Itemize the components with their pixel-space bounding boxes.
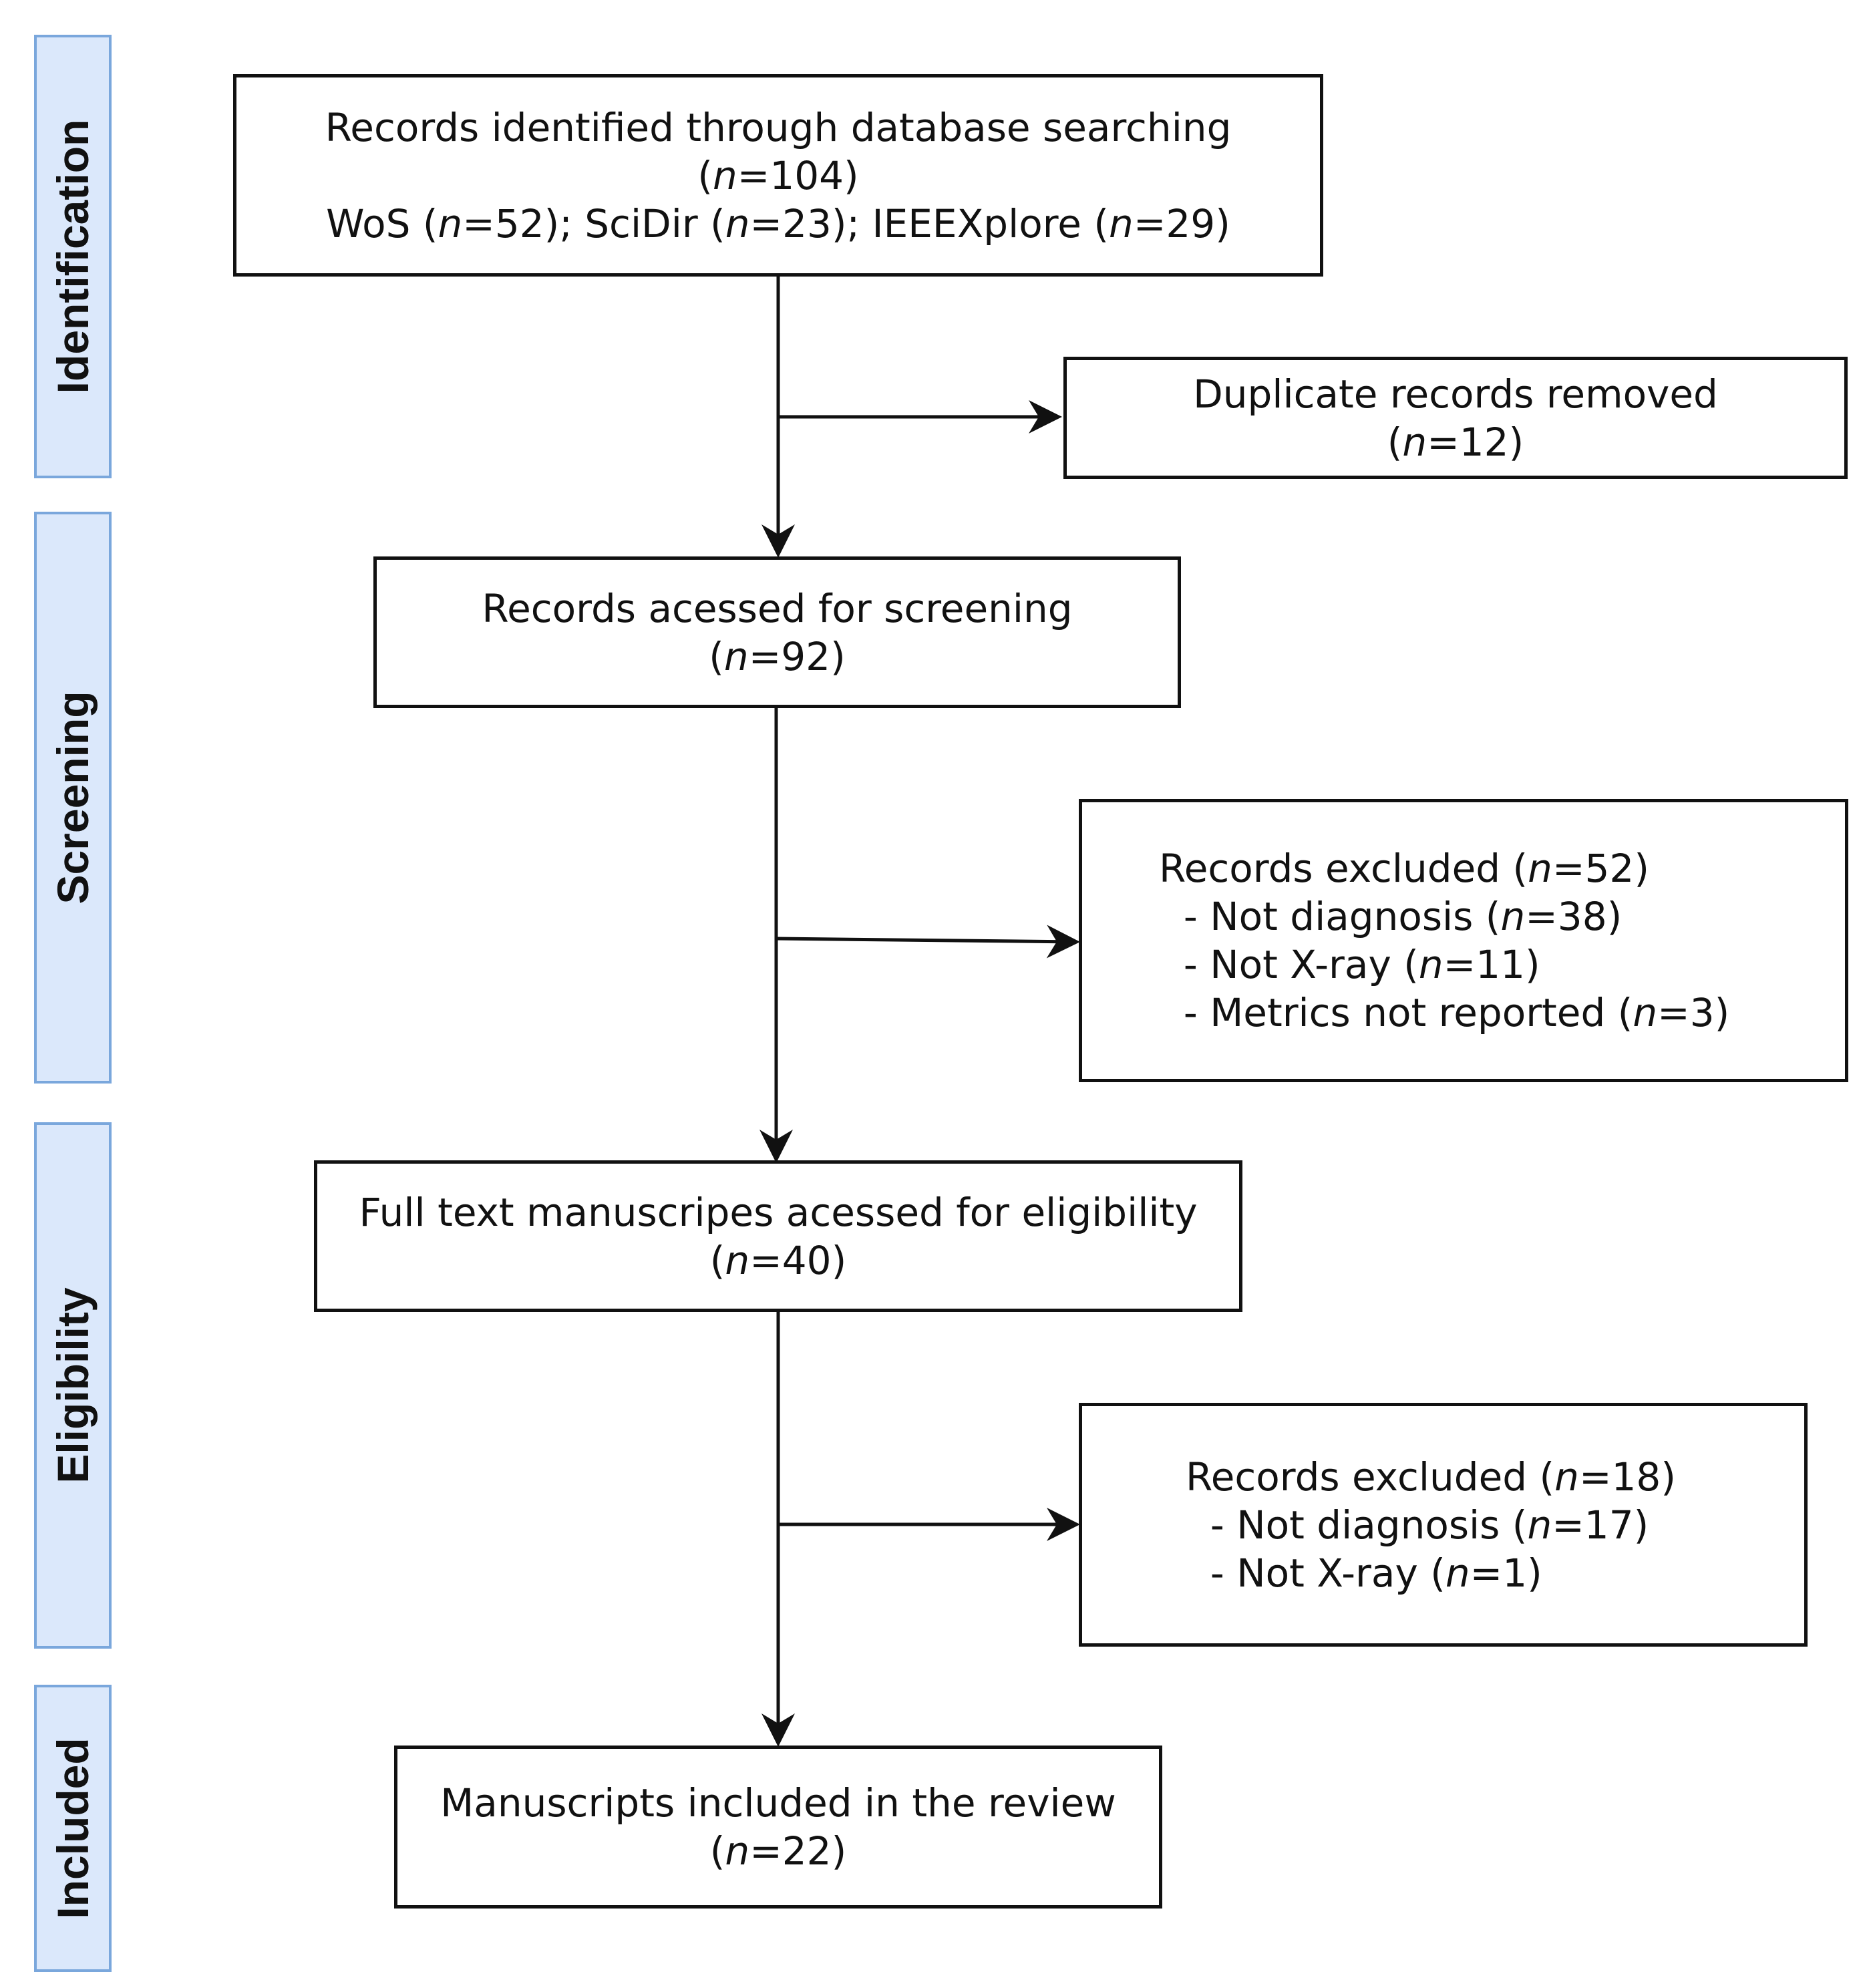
- box-screening-title: Records acessed for screening: [482, 585, 1073, 631]
- excluded-screening-line-1: Records excluded (n=52): [1159, 844, 1649, 892]
- box-records-excluded-screening: Records excluded (n=52) - Not diagnosis …: [1079, 799, 1848, 1082]
- sources-text: =52); SciDir (: [462, 200, 725, 246]
- n-symbol: n: [1402, 419, 1427, 465]
- arrow-to-excluded-screening: [776, 925, 1080, 959]
- n-symbol: n: [723, 633, 749, 679]
- excluded-screening-text: - Not X-ray (: [1159, 942, 1419, 987]
- paren-open: (: [709, 1237, 725, 1283]
- box-eligibility-count: (n=40): [710, 1236, 846, 1285]
- n-symbol: n: [438, 200, 463, 246]
- excluded-screening-text: =3): [1657, 990, 1730, 1035]
- paren-open: (: [1387, 419, 1403, 465]
- box-duplicates-removed: Duplicate records removed (n=12): [1063, 357, 1848, 479]
- n-symbol: n: [1500, 894, 1526, 939]
- box-included-count: (n=22): [710, 1827, 846, 1875]
- excluded-eligibility-line-1: Records excluded (n=18): [1186, 1453, 1676, 1501]
- box-manuscripts-included: Manuscripts included in the review (n=22…: [394, 1746, 1162, 1909]
- excluded-eligibility-text: =17): [1552, 1502, 1649, 1548]
- sources-text: WoS (: [326, 200, 438, 246]
- count-value: =12): [1427, 419, 1524, 465]
- box-records-identified-sources: WoS (n=52); SciDir (n=23); IEEEXplore (n…: [326, 200, 1230, 248]
- excluded-eligibility-text: - Not X-ray (: [1186, 1550, 1446, 1596]
- excluded-screening-line-4: - Metrics not reported (n=3): [1159, 989, 1729, 1037]
- n-symbol: n: [1528, 846, 1552, 891]
- excluded-screening-text: - Not diagnosis (: [1159, 894, 1501, 939]
- box-full-text-eligibility: Full text manuscripes acessed for eligib…: [314, 1160, 1242, 1312]
- excluded-screening-text: Records excluded (: [1159, 846, 1528, 891]
- excluded-screening-line-3: - Not X-ray (n=11): [1159, 941, 1540, 989]
- excluded-eligibility-line-3: - Not X-ray (n=1): [1186, 1549, 1542, 1597]
- n-symbol: n: [1633, 990, 1658, 1035]
- count-value: =22): [749, 1828, 847, 1874]
- phase-included: Included: [34, 1685, 112, 1972]
- box-eligibility-title: Full text manuscripes acessed for eligib…: [359, 1189, 1198, 1235]
- n-symbol: n: [725, 1237, 750, 1283]
- excluded-screening-text: =38): [1525, 894, 1623, 939]
- paren-open: (: [709, 1828, 725, 1874]
- excluded-eligibility-text: - Not diagnosis (: [1186, 1502, 1528, 1548]
- paren-open: (: [697, 152, 713, 198]
- count-value: =92): [748, 633, 846, 679]
- box-records-identified-count: (n=104): [697, 152, 858, 200]
- phase-screening: Screening: [34, 512, 112, 1084]
- sources-text: =29): [1133, 200, 1230, 246]
- phase-identification: Identification: [34, 35, 112, 478]
- sources-text: =23); IEEEXplore (: [749, 200, 1110, 246]
- n-symbol: n: [712, 152, 737, 198]
- box-records-identified: Records identified through database sear…: [233, 74, 1323, 277]
- box-records-screening: Records acessed for screening (n=92): [373, 556, 1181, 708]
- excluded-eligibility-text: =1): [1470, 1550, 1542, 1596]
- excluded-screening-text: - Metrics not reported (: [1159, 990, 1633, 1035]
- box-records-excluded-eligibility: Records excluded (n=18) - Not diagnosis …: [1079, 1403, 1808, 1647]
- box-duplicates-count: (n=12): [1387, 418, 1524, 466]
- excluded-eligibility-text: =18): [1578, 1454, 1676, 1500]
- n-symbol: n: [725, 1828, 750, 1874]
- count-value: =104): [737, 152, 859, 198]
- paren-open: (: [709, 633, 724, 679]
- excluded-eligibility-text: Records excluded (: [1186, 1454, 1555, 1500]
- box-duplicates-title: Duplicate records removed: [1193, 371, 1718, 417]
- excluded-screening-text: =52): [1552, 846, 1649, 891]
- box-screening-count: (n=92): [709, 633, 845, 681]
- n-symbol: n: [1554, 1454, 1579, 1500]
- box-included-title: Manuscripts included in the review: [440, 1780, 1116, 1826]
- n-symbol: n: [1109, 200, 1134, 246]
- n-symbol: n: [1418, 942, 1443, 987]
- n-symbol: n: [1445, 1550, 1470, 1596]
- n-symbol: n: [1527, 1502, 1552, 1548]
- excluded-screening-line-2: - Not diagnosis (n=38): [1159, 892, 1622, 941]
- excluded-screening-text: =11): [1443, 942, 1540, 987]
- count-value: =40): [749, 1237, 847, 1283]
- phase-eligibility: Eligibility: [34, 1122, 112, 1649]
- box-records-identified-title: Records identified through database sear…: [325, 104, 1232, 150]
- n-symbol: n: [725, 200, 750, 246]
- excluded-eligibility-line-2: - Not diagnosis (n=17): [1186, 1501, 1649, 1549]
